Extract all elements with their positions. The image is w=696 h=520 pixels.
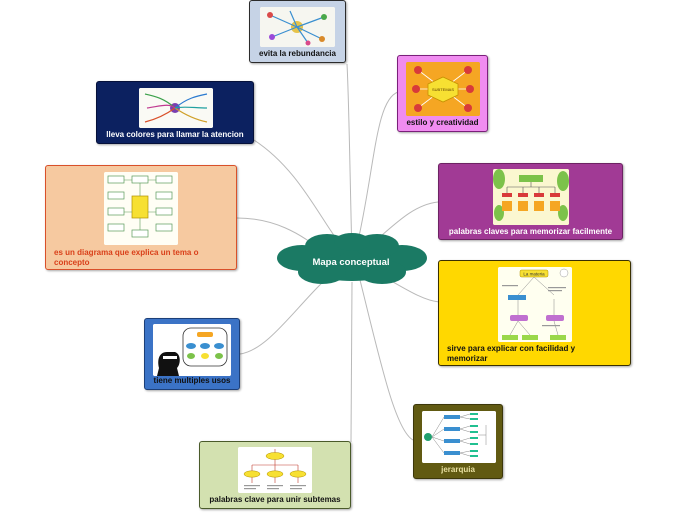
concept-map-icon: La materia <box>498 267 572 342</box>
mind-map-image <box>139 88 213 128</box>
mind-map-image <box>260 7 335 47</box>
topic-estilo-creatividad[interactable]: SUBTEMAS estilo y creatividad <box>397 55 488 132</box>
leaf-diagram-image <box>493 169 569 225</box>
leaf-diagram-icon <box>493 169 569 225</box>
orange-diagram-icon: SUBTEMAS <box>406 62 480 116</box>
topic-jerarquia[interactable]: jerarquia <box>413 404 503 479</box>
concept-map-image: La materia <box>498 267 572 342</box>
orange-center-text: SUBTEMAS <box>432 87 454 92</box>
yellow-flowchart-image <box>238 447 312 493</box>
mind-map-icon <box>260 7 335 47</box>
flowchart-image <box>104 172 178 245</box>
central-topic-cloud[interactable] <box>272 232 432 288</box>
topic-tiene-multiples-usos[interactable]: tiene multiples usos <box>144 318 240 390</box>
mind-map-icon <box>139 88 213 128</box>
hierarchy-image <box>422 411 496 463</box>
topic-label: sirve para explicar con facilidad y memo… <box>447 344 576 363</box>
topic-lleva-colores[interactable]: lleva colores para llamar la atencion <box>96 81 254 144</box>
topic-sirve-para-explicar[interactable]: La materia sirve para explicar con facil… <box>438 260 631 366</box>
flowchart-icon <box>104 172 178 245</box>
topic-palabras-claves[interactable]: palabras claves para memorizar facilment… <box>438 163 623 240</box>
concept-map-title: La materia <box>523 272 545 277</box>
topic-label: lleva colores para llamar la atencion <box>106 130 244 139</box>
orange-diagram-image: SUBTEMAS <box>406 62 480 116</box>
topic-label: es un diagrama que explica un tema o con… <box>54 248 199 267</box>
topic-label: estilo y creatividad <box>406 118 479 127</box>
topic-label: evita la rebundancia <box>259 49 336 58</box>
central-topic-label: Mapa conceptual <box>312 257 390 268</box>
thinking-person-icon <box>153 324 231 376</box>
topic-palabras-clave-subtemas[interactable]: palabras clave para unir subtemas <box>199 441 351 509</box>
topic-es-un-diagrama[interactable]: es un diagrama que explica un tema o con… <box>45 165 237 270</box>
topic-label: palabras claves para memorizar facilment… <box>448 227 613 236</box>
topic-evita-rebundancia[interactable]: evita la rebundancia <box>249 0 346 63</box>
topic-label: tiene multiples usos <box>153 376 231 385</box>
yellow-flowchart-icon <box>238 447 312 493</box>
hierarchy-icon <box>422 411 496 463</box>
thinking-person-image <box>153 324 231 376</box>
topic-label: palabras clave para unir subtemas <box>209 495 341 504</box>
topic-label: jerarquia <box>441 465 475 474</box>
